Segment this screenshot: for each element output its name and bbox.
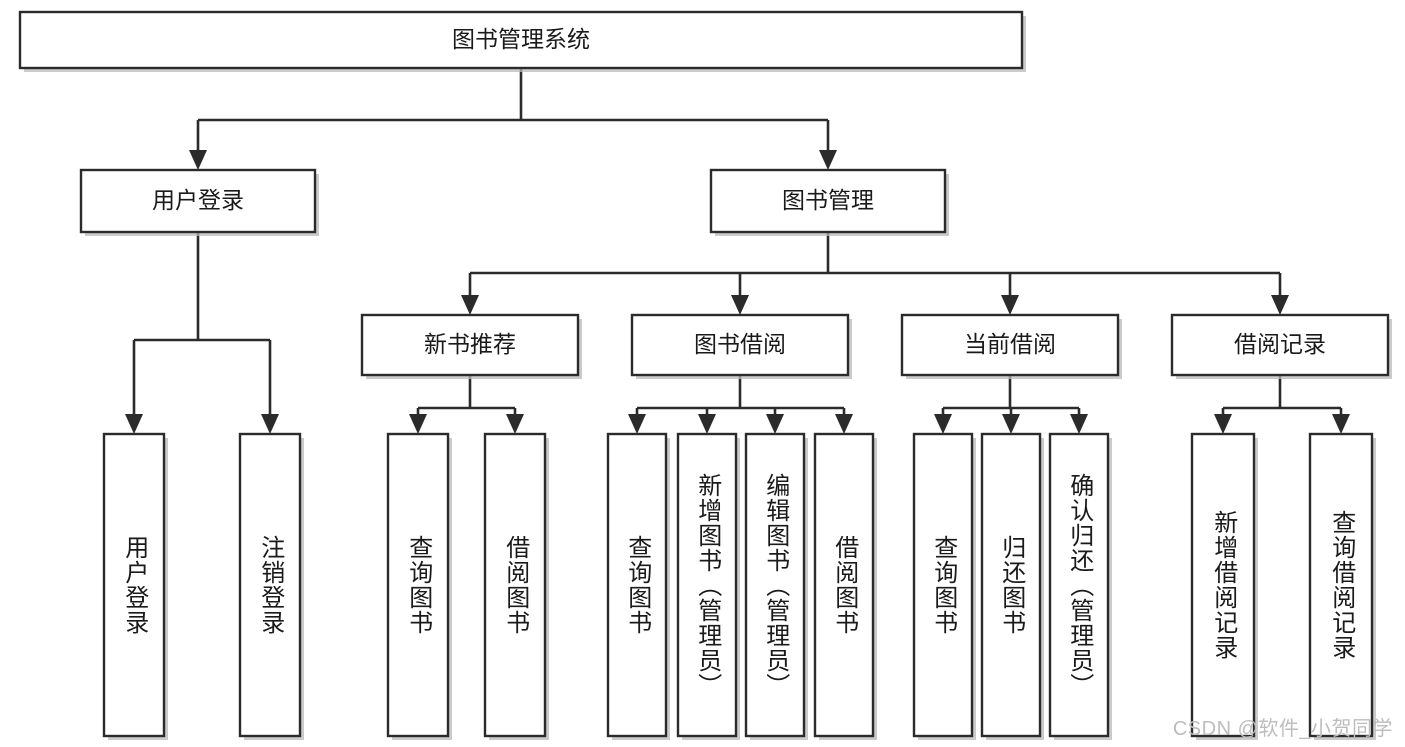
node-leaf-1[interactable] bbox=[238, 432, 302, 738]
node-leaf-7[interactable] bbox=[813, 432, 875, 738]
node-level3-0-label: 新书推荐 bbox=[424, 331, 516, 357]
edge-arrowhead bbox=[125, 414, 143, 434]
node-level3-1-label: 图书借阅 bbox=[694, 331, 786, 357]
node-leaf-5[interactable] bbox=[676, 432, 738, 738]
boxes-layer bbox=[18, 10, 1392, 740]
edge-arrowhead bbox=[835, 414, 853, 434]
node-root[interactable] bbox=[18, 10, 1024, 70]
node-leaf-3[interactable] bbox=[483, 432, 547, 738]
edge-arrowhead bbox=[461, 295, 479, 315]
node-leaf-12[interactable] bbox=[1308, 432, 1374, 738]
node-leaf-2[interactable] bbox=[386, 432, 450, 738]
node-level3-2[interactable] bbox=[900, 313, 1120, 377]
edge-arrowhead bbox=[731, 295, 749, 315]
edge-arrowhead bbox=[698, 414, 716, 434]
edge-arrowhead bbox=[1070, 414, 1088, 434]
node-level3-0[interactable] bbox=[360, 313, 580, 377]
node-leaf-6[interactable] bbox=[744, 432, 806, 738]
edge-arrowhead bbox=[1271, 295, 1289, 315]
node-level2-1-label: 图书管理 bbox=[782, 187, 874, 213]
node-leaf-8[interactable] bbox=[912, 432, 974, 738]
node-leaf-0[interactable] bbox=[102, 432, 166, 738]
node-leaf-9[interactable] bbox=[980, 432, 1042, 738]
edge-arrowhead bbox=[261, 414, 279, 434]
edge-arrowhead bbox=[189, 150, 207, 170]
edge-arrowhead bbox=[934, 414, 952, 434]
node-leaf-11[interactable] bbox=[1190, 432, 1256, 738]
edge-arrowhead bbox=[1001, 295, 1019, 315]
node-level2-0[interactable] bbox=[79, 168, 317, 234]
watermark-text: CSDN @软件_小贺同学 bbox=[1172, 718, 1393, 740]
edge-arrowhead bbox=[766, 414, 784, 434]
node-level3-3[interactable] bbox=[1170, 313, 1390, 377]
node-leaf-4[interactable] bbox=[606, 432, 668, 738]
node-level2-1[interactable] bbox=[709, 168, 947, 234]
edge-arrowhead bbox=[1002, 414, 1020, 434]
edge-arrowhead bbox=[409, 414, 427, 434]
node-level3-3-label: 借阅记录 bbox=[1234, 331, 1326, 357]
node-level3-2-label: 当前借阅 bbox=[964, 331, 1056, 357]
edge-arrowhead bbox=[819, 150, 837, 170]
node-root-label: 图书管理系统 bbox=[452, 26, 590, 52]
edge-arrowhead bbox=[1332, 414, 1350, 434]
edge-arrowhead bbox=[506, 414, 524, 434]
edge-arrowhead bbox=[628, 414, 646, 434]
node-leaf-10[interactable] bbox=[1048, 432, 1110, 738]
edges-layer bbox=[125, 68, 1350, 434]
edge-arrowhead bbox=[1214, 414, 1232, 434]
node-level2-0-label: 用户登录 bbox=[152, 187, 244, 213]
node-level3-1[interactable] bbox=[630, 313, 850, 377]
